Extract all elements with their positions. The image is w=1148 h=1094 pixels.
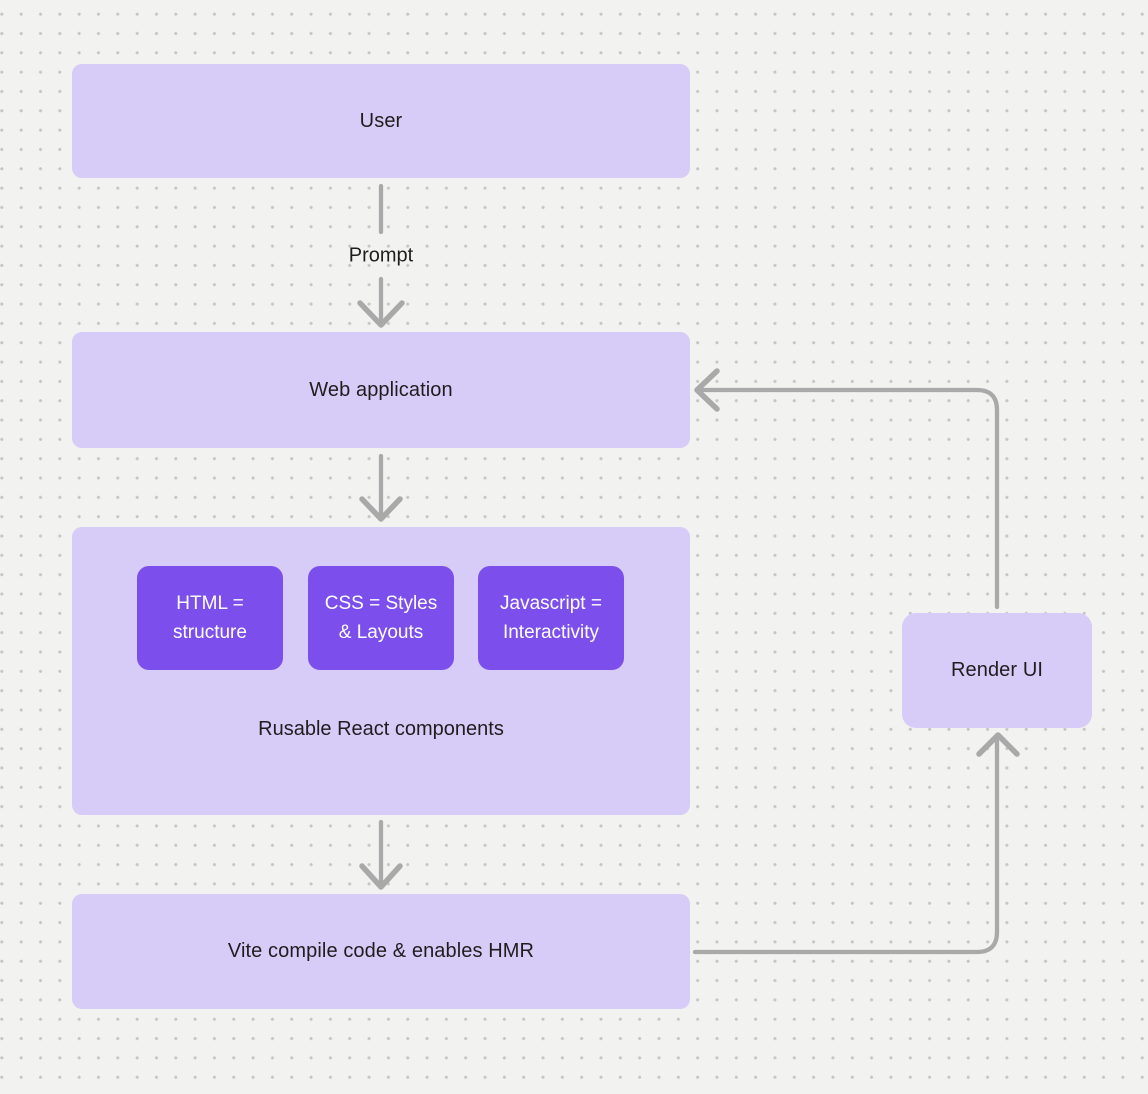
node-html-chip[interactable]: HTML = structure xyxy=(137,566,283,670)
node-render-ui[interactable]: Render UI xyxy=(902,613,1092,728)
node-components-group[interactable]: HTML = structure CSS = Styles & Layouts … xyxy=(72,527,690,815)
connector-renderui-to-webapp[interactable] xyxy=(694,368,1000,610)
node-javascript-chip-line1: Javascript = xyxy=(500,593,602,614)
connector-webapp-to-components[interactable] xyxy=(359,453,403,522)
node-javascript-chip-line2: Interactivity xyxy=(502,622,600,643)
arrowhead-down-icon xyxy=(359,863,403,890)
node-html-chip-line2: structure xyxy=(173,622,247,643)
connector-vite-to-renderui-line xyxy=(692,737,1000,955)
arrowhead-left-icon xyxy=(694,368,720,412)
node-user[interactable]: User xyxy=(72,64,690,178)
node-javascript-chip[interactable]: Javascript = Interactivity xyxy=(478,566,624,670)
connector-components-to-vite[interactable] xyxy=(359,819,403,890)
connector-vite-to-renderui[interactable] xyxy=(692,732,1020,955)
node-render-ui-label: Render UI xyxy=(950,659,1044,681)
connector-prompt-label[interactable]: Prompt xyxy=(348,244,414,267)
node-css-chip-line2: & Layouts xyxy=(338,622,424,643)
node-css-chip-line1: CSS = Styles xyxy=(324,593,438,614)
node-web-application[interactable]: Web application xyxy=(72,332,690,448)
node-components-group-caption: Rusable React components xyxy=(258,718,504,740)
node-vite[interactable]: Vite compile code & enables HMR xyxy=(72,894,690,1009)
node-web-application-label: Web application xyxy=(309,378,453,401)
arrowhead-down-icon xyxy=(357,300,405,328)
arrowhead-down-icon xyxy=(359,496,403,522)
node-css-chip[interactable]: CSS = Styles & Layouts xyxy=(308,566,454,670)
node-user-label: User xyxy=(359,109,403,132)
node-html-chip-line1: HTML = xyxy=(176,593,244,614)
node-vite-label: Vite compile code & enables HMR xyxy=(227,940,535,962)
arrowhead-up-icon xyxy=(976,732,1020,757)
connector-renderui-to-webapp-line xyxy=(698,387,1000,610)
